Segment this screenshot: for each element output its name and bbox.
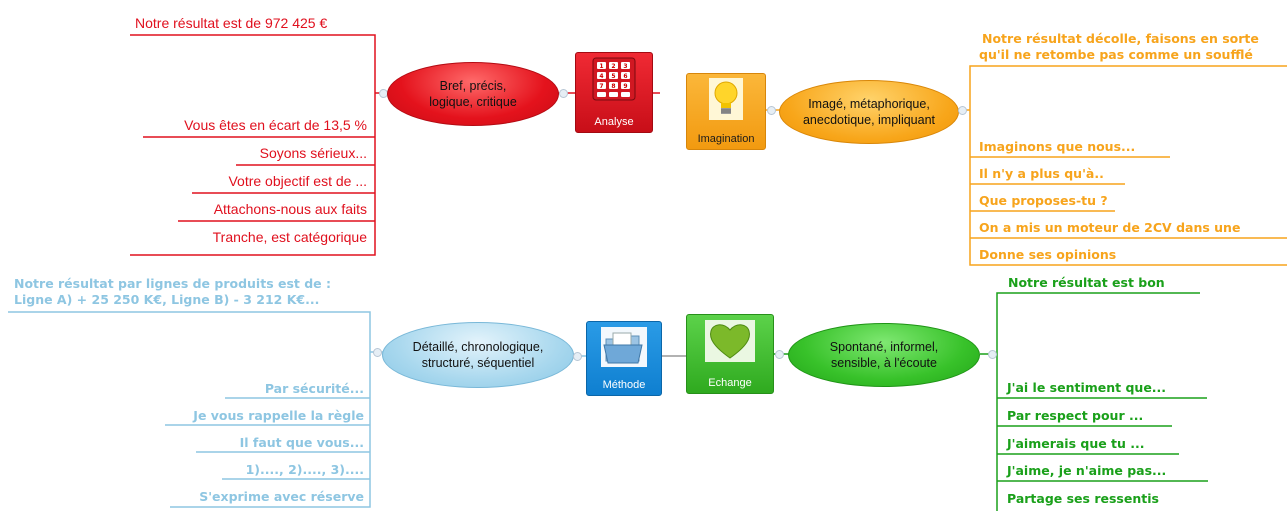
svg-text:8: 8 [611,83,615,90]
svg-text:9: 9 [623,83,627,90]
imagination-node-line1: Imagé, métaphorique, [808,97,930,111]
collapse-handle[interactable] [573,352,582,361]
lightbulb-icon [709,78,743,120]
methode-style-node[interactable]: Détaillé, chronologique, structuré, séqu… [382,322,574,388]
methode-box-label: Méthode [602,379,646,391]
svg-text:5: 5 [611,73,615,80]
methode-top-line2: Ligne A) + 25 250 K€, Ligne B) - 3 212 K… [14,292,320,307]
echange-box[interactable]: Echange [686,314,774,394]
imagination-top-line1: Notre résultat décolle, faisons en sorte [982,31,1259,46]
svg-text:6: 6 [623,73,627,80]
svg-text:2: 2 [611,63,615,70]
collapse-handle[interactable] [988,350,997,359]
echange-node-line2: sensible, à l'écoute [831,356,937,370]
analyse-box-label: Analyse [594,116,634,128]
imagination-style-node[interactable]: Imagé, métaphorique, anecdotique, impliq… [779,80,959,144]
echange-item-1: J'ai le sentiment que... [1007,380,1167,395]
methode-item-3: Il faut que vous... [239,435,364,450]
methode-item-1: Par sécurité... [264,381,364,396]
keypad-icon: 1 2 3 4 5 6 7 8 9 [592,57,636,101]
echange-item-2: Par respect pour ... [1007,408,1144,423]
echange-top-label: Notre résultat est bon [1008,275,1165,290]
imagination-box[interactable]: Imagination [686,73,766,150]
imagination-node-line2: anecdotique, impliquant [802,113,936,127]
echange-style-node[interactable]: Spontané, informel, sensible, à l'écoute [788,323,980,387]
imagination-item-2: Il n'y a plus qu'à.. [979,166,1104,181]
collapse-handle[interactable] [767,106,776,115]
collapse-handle[interactable] [775,350,784,359]
methode-box[interactable]: Méthode [586,321,662,396]
svg-text:7: 7 [599,83,603,90]
analyse-item-5: Tranche, est catégorique [212,229,367,245]
methode-node-line1: Détaillé, chronologique, [412,340,544,354]
analyse-node-line1: Bref, précis, [439,79,507,93]
imagination-item-1: Imaginons que nous... [979,139,1136,154]
analyse-item-1: Vous êtes en écart de 13,5 % [184,117,367,133]
imagination-item-3: Que proposes-tu ? [979,193,1108,208]
analyse-node-line2: logique, critique [429,95,517,109]
analyse-item-4: Attachons-nous aux faits [213,201,367,217]
methode-item-5: S'exprime avec réserve [199,489,364,504]
analyse-top-label: Notre résultat est de 972 425 € [135,15,328,31]
collapse-handle[interactable] [958,106,967,115]
methode-item-4: 1)...., 2)...., 3).... [245,462,364,477]
methode-item-2: Je vous rappelle la règle [193,408,364,423]
echange-box-label: Echange [708,377,752,389]
methode-node-line2: structuré, séquentiel [421,356,535,370]
echange-node-line1: Spontané, informel, [829,340,939,354]
analyse-item-2: Soyons sérieux... [259,145,367,161]
echange-item-4: J'aime, je n'aime pas... [1007,463,1167,478]
collapse-handle[interactable] [559,89,568,98]
methode-top-line1: Notre résultat par lignes de produits es… [14,276,332,291]
heart-icon [705,320,755,362]
analyse-box[interactable]: 1 2 3 4 5 6 7 8 9 Analyse [575,52,653,133]
analyse-item-3: Votre objectif est de ... [228,173,367,189]
svg-text:1: 1 [599,63,603,70]
echange-item-5: Partage ses ressentis [1007,491,1159,506]
svg-text:4: 4 [599,73,603,80]
collapse-handle[interactable] [373,348,382,357]
folder-icon [601,327,647,367]
echange-item-3: J'aimerais que tu ... [1007,436,1145,451]
svg-text:3: 3 [623,63,627,70]
imagination-item-5: Donne ses opinions [979,247,1117,262]
analyse-style-node[interactable]: Bref, précis, logique, critique [387,62,559,126]
imagination-item-4: On a mis un moteur de 2CV dans une [979,220,1241,235]
imagination-top-line2: qu'il ne retombe pas comme un soufflé [979,47,1253,62]
imagination-box-label: Imagination [697,133,755,145]
